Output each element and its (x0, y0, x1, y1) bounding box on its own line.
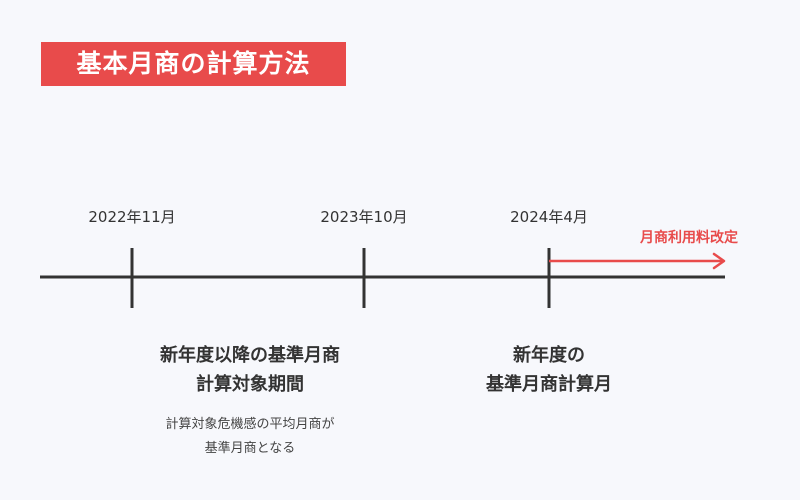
calculation-month-title: 新年度の 基準月商計算月 (486, 341, 612, 399)
page-title: 基本月商の計算方法 (41, 42, 346, 86)
calculation-period-description: 計算対象危機感の平均月商が 基準月商となる (165, 413, 334, 461)
calculation-period-description-line1: 計算対象危機感の平均月商が (165, 417, 335, 432)
calculation-period-title-line2: 計算対象期間 (196, 374, 304, 395)
calculation-month-title-line2: 基準月商計算月 (486, 374, 612, 395)
date-label-2024-04: 2024年4月 (510, 208, 588, 226)
calculation-period-title-line1: 新年度以降の基準月商 (160, 345, 340, 366)
calculation-period-description-line2: 基準月商となる (204, 441, 296, 456)
calculation-period-title: 新年度以降の基準月商 計算対象期間 (160, 341, 340, 399)
fee-revision-label: 月商利用料改定 (640, 230, 738, 246)
calculation-month-title-line1: 新年度の (513, 345, 585, 366)
date-label-2022-11: 2022年11月 (88, 208, 176, 226)
date-label-2023-10: 2023年10月 (320, 208, 408, 226)
fee-revision-arrow-head (712, 252, 726, 270)
